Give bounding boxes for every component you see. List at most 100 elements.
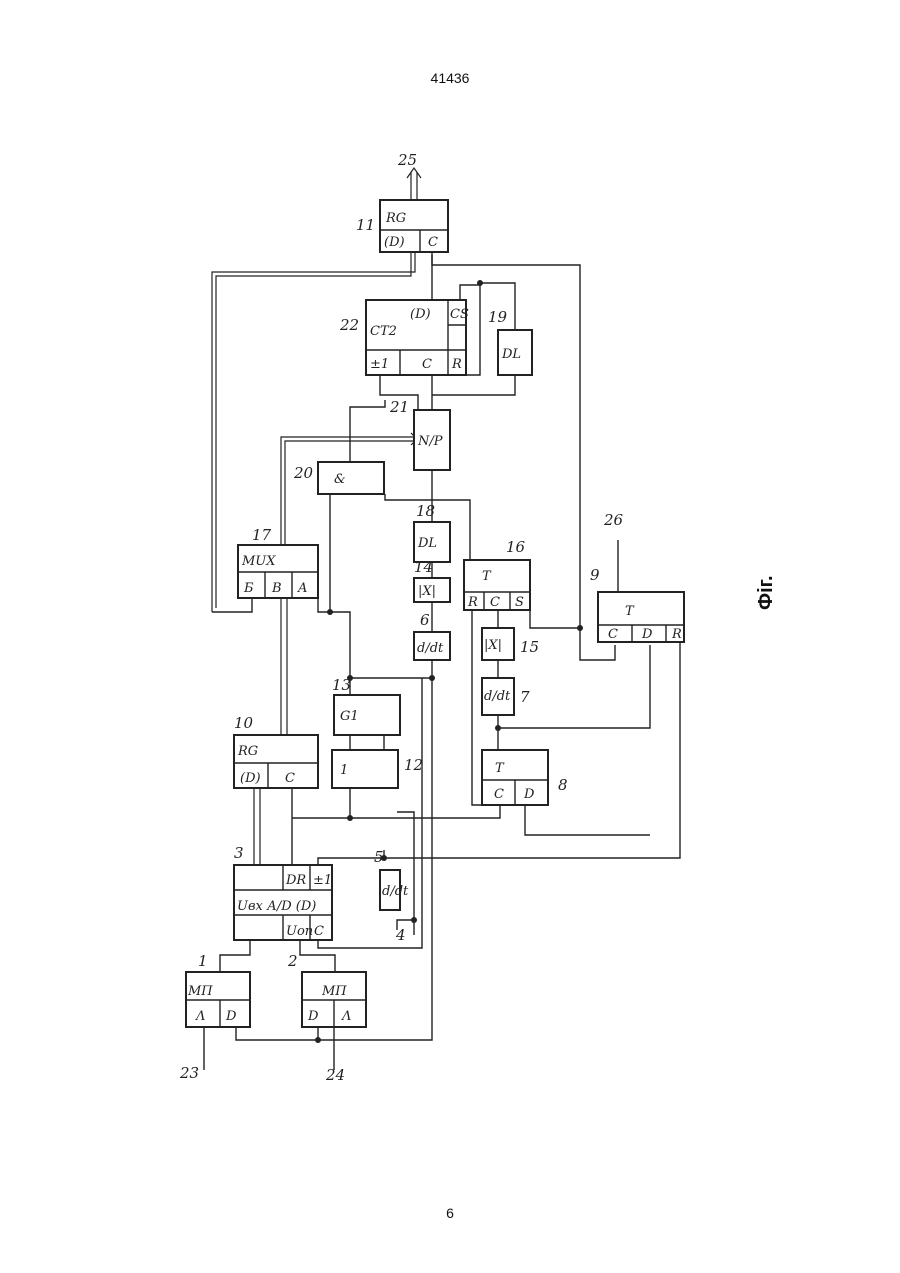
bus-rg10-mux xyxy=(281,598,287,735)
svg-text:25: 25 xyxy=(397,151,417,169)
block-21-title: N/P xyxy=(417,434,443,449)
svg-text:6: 6 xyxy=(420,611,430,629)
svg-text:C: C xyxy=(608,627,618,642)
svg-text:D: D xyxy=(307,1009,319,1024)
block-16-title: T xyxy=(482,569,492,584)
svg-text:±1: ±1 xyxy=(370,357,389,372)
block-14-title: |X| xyxy=(418,584,436,599)
block-1-number: 1 xyxy=(198,952,208,970)
block-19-delay: DL 19 xyxy=(488,308,532,375)
svg-text:12: 12 xyxy=(404,756,423,774)
svg-text:±1: ±1 xyxy=(313,873,332,888)
block-22-counter: CT2 ±1 C R (D) CS 22 xyxy=(339,300,469,375)
svg-text:(D): (D) xyxy=(240,771,261,786)
svg-text:4: 4 xyxy=(395,926,406,944)
wire-mp1-adc xyxy=(220,940,250,972)
block-8-title: T xyxy=(495,761,505,776)
block-1: МП Λ D 1 xyxy=(186,952,250,1027)
terminal-25: 25 xyxy=(397,151,417,169)
svg-text:22: 22 xyxy=(339,316,359,334)
block-14-abs: |X| 14 xyxy=(414,558,450,602)
svg-text:24: 24 xyxy=(325,1066,345,1084)
block-15-title: |X| xyxy=(484,638,502,653)
svg-text:A: A xyxy=(297,581,307,596)
block-15-abs: |X| 15 xyxy=(482,628,539,660)
svg-text:19: 19 xyxy=(488,308,508,326)
svg-text:R: R xyxy=(451,357,462,372)
svg-text:17: 17 xyxy=(252,526,272,544)
svg-text:Λ: Λ xyxy=(195,1009,205,1024)
block-13-title: G1 xyxy=(340,709,359,724)
svg-text:8: 8 xyxy=(558,776,568,794)
svg-text:(D): (D) xyxy=(410,307,431,322)
svg-text:C: C xyxy=(422,357,432,372)
block-22-title: CT2 xyxy=(370,324,397,339)
svg-text:C: C xyxy=(285,771,295,786)
svg-text:26: 26 xyxy=(603,511,624,529)
svg-text:(D): (D) xyxy=(384,235,405,250)
block-17-mux: MUX Б B A 17 xyxy=(238,526,318,598)
block-16-trigger: T R C S 16 xyxy=(464,538,530,610)
block-20-title: & xyxy=(334,472,346,487)
block-20-and-gate: & 20 xyxy=(293,462,384,494)
block-12-or-gate: 1 12 xyxy=(332,750,423,788)
svg-text:C: C xyxy=(314,924,324,939)
svg-text:Λ: Λ xyxy=(341,1009,351,1024)
block-10-title: RG xyxy=(237,744,258,759)
svg-text:D: D xyxy=(225,1009,237,1024)
svg-text:21: 21 xyxy=(389,398,409,416)
svg-text:Uоп: Uоп xyxy=(286,924,313,939)
svg-text:5: 5 xyxy=(374,848,384,866)
block-7-differentiator: d/dt 7 xyxy=(482,678,530,715)
block-3-number: 3 xyxy=(234,844,244,862)
block-1-title: МП xyxy=(187,984,213,999)
svg-text:D: D xyxy=(523,787,535,802)
svg-text:20: 20 xyxy=(293,464,314,482)
bus-adc-rg10 xyxy=(254,788,260,865)
svg-text:15: 15 xyxy=(520,638,539,656)
block-18-title: DL xyxy=(417,536,437,551)
svg-text:18: 18 xyxy=(416,502,435,520)
svg-text:S: S xyxy=(515,595,524,610)
svg-text:DR: DR xyxy=(285,873,306,888)
block-2-title: МП xyxy=(321,984,347,999)
block-9-trigger: T C D R 9 xyxy=(590,566,684,642)
block-13-generator: G1 13 xyxy=(332,676,400,735)
svg-text:B: B xyxy=(271,581,282,596)
block-7-title: d/dt xyxy=(484,689,511,704)
svg-text:R: R xyxy=(671,627,682,642)
svg-text:10: 10 xyxy=(234,714,254,732)
svg-text:C: C xyxy=(428,235,438,250)
block-11-register: RG (D) C 11 xyxy=(356,200,448,252)
block-17-title: MUX xyxy=(241,554,276,569)
svg-text:CS: CS xyxy=(450,307,469,322)
svg-text:11: 11 xyxy=(356,216,375,234)
svg-text:R: R xyxy=(467,595,478,610)
svg-text:13: 13 xyxy=(332,676,351,694)
svg-text:D: D xyxy=(641,627,653,642)
block-10-register: RG (D) C 10 xyxy=(234,714,318,788)
terminal-24: 24 xyxy=(325,1066,345,1084)
block-5-title: d/dt xyxy=(382,884,409,899)
block-18-delay: DL 18 xyxy=(414,502,450,562)
svg-text:16: 16 xyxy=(506,538,526,556)
terminal-23: 23 xyxy=(179,1064,199,1082)
svg-text:7: 7 xyxy=(520,688,530,706)
block-19-title: DL xyxy=(501,347,521,362)
block-9-title: T xyxy=(625,604,635,619)
block-2: МП D Λ 2 xyxy=(287,952,366,1027)
block-11-title: RG xyxy=(385,211,406,226)
terminal-26: 26 xyxy=(603,511,624,529)
terminal-4: 4 xyxy=(395,926,406,944)
svg-text:9: 9 xyxy=(590,566,600,584)
svg-text:C: C xyxy=(490,595,500,610)
block-2-number: 2 xyxy=(287,952,298,970)
svg-text:Б: Б xyxy=(243,581,254,596)
block-6-title: d/dt xyxy=(417,641,444,656)
block-21-np: N/P 21 xyxy=(389,398,450,470)
block-3-title: Uвх А/D (D) xyxy=(237,899,316,914)
block-8-trigger: T C D 8 xyxy=(482,750,568,805)
block-12-title: 1 xyxy=(340,763,348,778)
svg-text:C: C xyxy=(494,787,504,802)
